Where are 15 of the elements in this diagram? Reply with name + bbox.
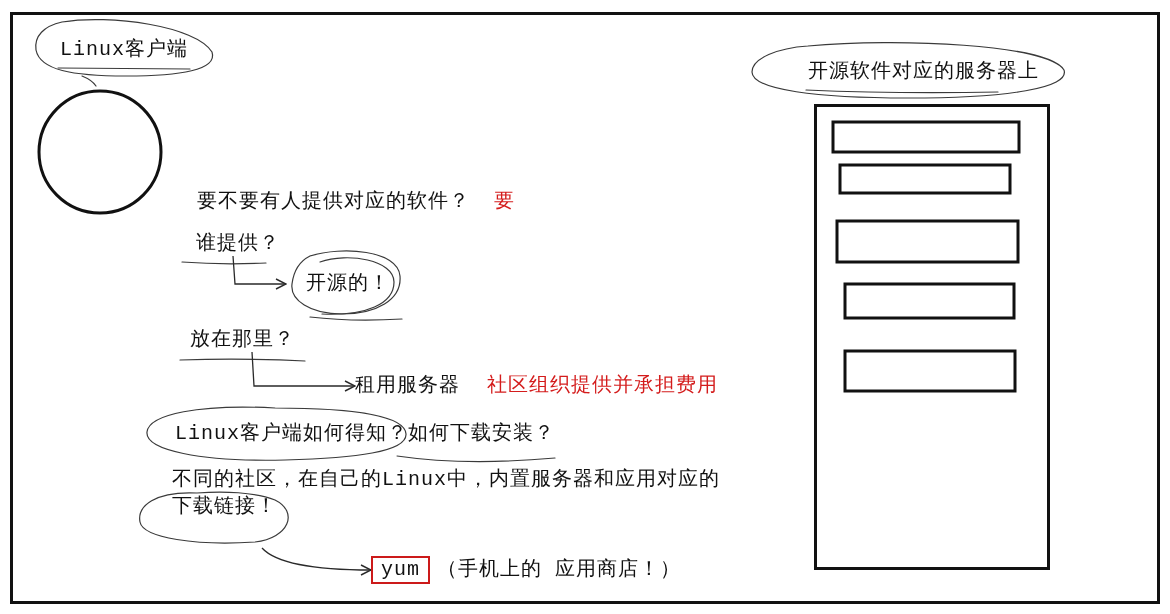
arrow	[232, 255, 287, 290]
note-text: （手机上的 应用商店！）	[437, 558, 681, 582]
question-text: 要不要有人提供对应的软件？	[197, 190, 470, 214]
answer-text: 开源的！	[306, 272, 390, 296]
answer-text: 要	[494, 190, 515, 214]
question-text: 放在那里？	[190, 328, 295, 352]
arrow	[251, 351, 356, 392]
explanation-text: 不同的社区，在自己的Linux中，内置服务器和应用对应的下载链接！	[137, 466, 728, 548]
arrow	[261, 547, 372, 576]
answer-text: 租用服务器	[355, 374, 460, 398]
question-text: 谁提供？	[196, 232, 280, 256]
highlighted-command: yum	[371, 556, 430, 584]
note-text: 社区组织提供并承担费用	[487, 374, 718, 398]
server-label: 开源软件对应的服务器上	[808, 60, 1039, 84]
client-label: Linux客户端	[60, 38, 188, 62]
